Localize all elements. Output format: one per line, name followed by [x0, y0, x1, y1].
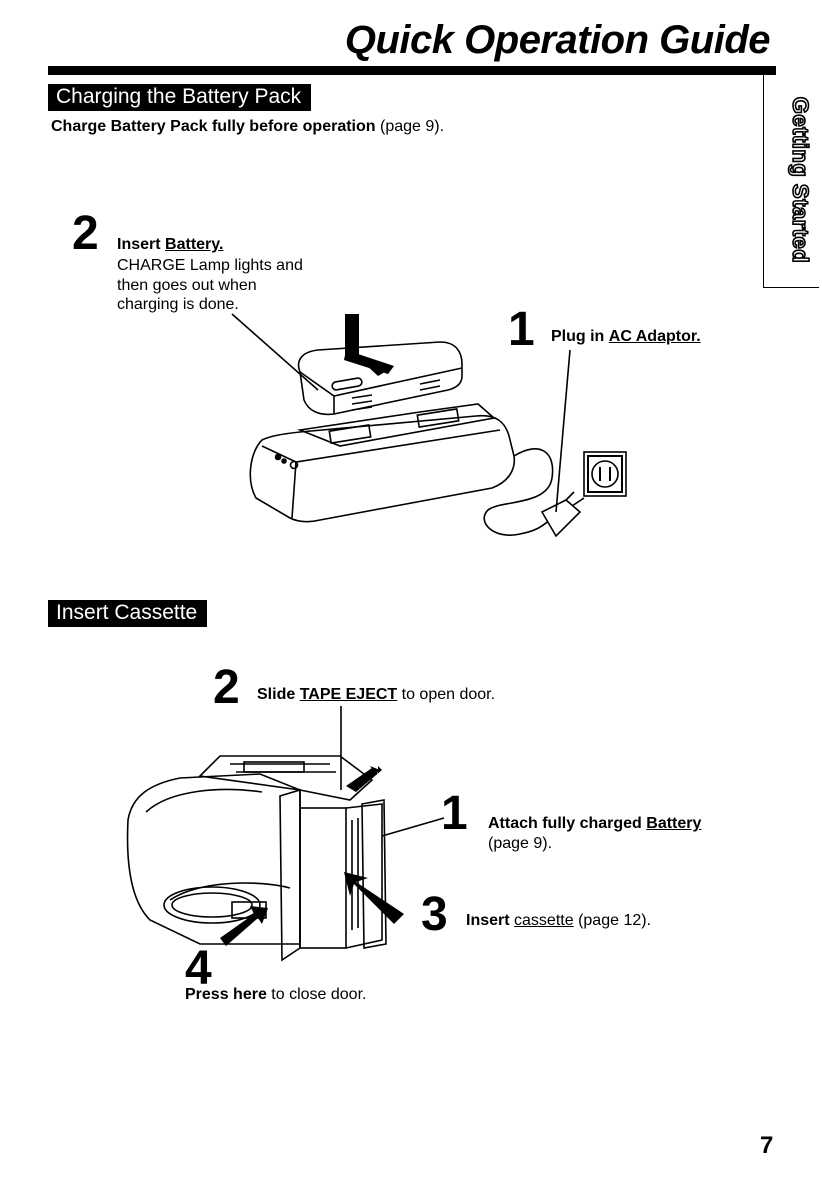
press-here-arrow	[220, 906, 268, 946]
charging-step1-label: Plug in	[551, 328, 605, 345]
cassette-step1-link: Battery	[646, 815, 702, 832]
cassette-heading: Insert Cassette	[48, 600, 208, 627]
charging-step2-title: Insert Battery.	[117, 236, 223, 254]
cassette-step2-number: 2	[213, 661, 240, 714]
cassette-step1-ref: (page 9).	[488, 835, 553, 852]
cassette-step4-number: 4	[185, 942, 212, 995]
battery-pack	[297, 341, 463, 416]
cassette-step3-label: Insert	[466, 912, 510, 929]
title-rule	[48, 66, 776, 75]
charger-base	[249, 414, 516, 523]
charging-step2-label: Insert	[117, 236, 161, 253]
cassette-step4-bold: Press here	[185, 986, 267, 1003]
charging-step2-line2: then goes out when	[117, 277, 257, 294]
page-number: 7	[760, 1132, 774, 1159]
cassette-step3-number: 3	[421, 888, 448, 941]
charging-step2-number: 2	[72, 207, 99, 260]
cassette-step1-label: Attach fully charged	[488, 815, 642, 832]
cassette-step2-label: Slide	[257, 686, 296, 703]
insert-cassette-arrow	[344, 872, 404, 924]
camcorder-body	[126, 773, 301, 945]
battery-leader-line	[231, 313, 319, 391]
battery-leader-line-2	[381, 817, 445, 837]
charging-heading: Charging the Battery Pack	[48, 84, 312, 111]
cassette-step2-suffix: to open door.	[401, 686, 496, 703]
charging-step1-number: 1	[508, 303, 535, 356]
cassette-step1-text: Attach fully charged Battery	[488, 815, 701, 833]
charging-step2-link: Battery.	[165, 236, 224, 253]
cassette-step4-suffix: to close door.	[271, 986, 367, 1003]
sidebar-frame	[763, 74, 819, 288]
cassette-door	[279, 788, 301, 962]
insert-arrow-shaft	[345, 314, 359, 356]
charging-step1-link: AC Adaptor.	[608, 328, 701, 345]
ac-plug	[540, 499, 582, 538]
cassette-step2-link: TAPE EJECT	[299, 686, 398, 703]
cassette-step3-ref: (page 12).	[578, 912, 652, 929]
cassette-step3-text: Insert cassette (page 12).	[466, 912, 651, 930]
charger-cord	[483, 448, 554, 536]
lens-oval	[163, 886, 261, 924]
attached-battery	[361, 799, 387, 949]
eject-arrow	[346, 766, 382, 792]
charging-intro-bold: Charge Battery Pack fully before operati…	[51, 118, 376, 135]
charging-step1-title: Plug in AC Adaptor.	[551, 328, 701, 346]
adaptor-leader-line	[555, 349, 571, 513]
charging-intro-ref: (page 9).	[379, 118, 445, 135]
cassette-step2-text: Slide TAPE EJECT to open door.	[257, 686, 495, 704]
cassette-step4-text: Press here to close door.	[185, 986, 366, 1004]
page-title: Quick Operation Guide	[344, 18, 771, 62]
cassette-compartment	[299, 807, 347, 949]
charging-intro: Charge Battery Pack fully before operati…	[51, 118, 444, 136]
cassette-step3-link: cassette	[514, 912, 574, 929]
cassette-step1-number: 1	[441, 787, 468, 840]
wall-outlet	[583, 451, 627, 497]
charging-step2-line1: CHARGE Lamp lights and	[117, 257, 303, 274]
charging-step2-line3: charging is done.	[117, 296, 239, 313]
